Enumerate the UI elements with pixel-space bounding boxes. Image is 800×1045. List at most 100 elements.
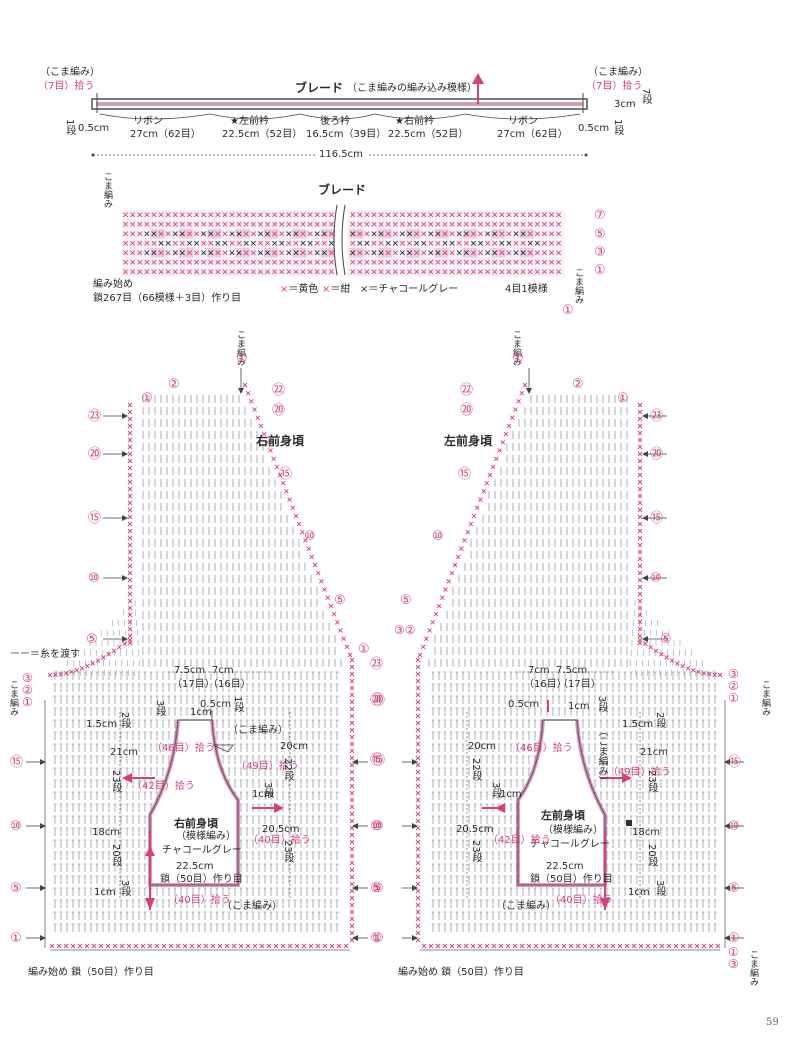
braid-right-pick: （7目）拾う [586,81,643,92]
rf-right-5: ⑤ [334,593,346,608]
rf-s-neck-koma: （こま編み） [228,725,288,736]
rf-lb-10: ⑩ [10,819,22,834]
lf-s-wtr-st: （17目） [558,679,601,690]
rf-lb-5: ⑤ [10,881,22,896]
lf-r-5: ⑤ [660,632,672,647]
lf-s-l205: 20.5cm [456,824,494,835]
lf-s-wtr: 7.5cm [556,665,588,676]
seg-2-name: ★左前衿 [230,116,269,127]
braid-chart-title: ブレード [318,183,367,197]
rf-s-pattern: （模様編み） [176,831,236,842]
lf-s-pick49: （49目）拾う [608,767,671,778]
braid-chart-chain: 鎖267目（66模様＋3目）作り目 [93,293,242,304]
lf-s-color: チャコールグレー [530,839,610,850]
lf-s-neck-koma: （こま編み） [596,726,607,786]
lf-lt-10: ⑩ [432,529,444,544]
lf-r-20: ⑳ [650,447,664,462]
rf-top-left-2: ② [168,377,180,392]
rf-top-left-1: ① [141,391,153,406]
lf-s-arm1: 1cm [500,789,522,800]
lf-rt-2: ② [572,377,584,392]
rf-legend-cut: ーー＝糸を渡す [10,649,80,660]
lf-s-pick42: （42目）拾う [488,835,551,846]
braid-row-3: ③ [594,245,606,260]
braid-chart-start: 編み始め [93,279,133,290]
rf-s-neck-rows: 1段 [232,696,243,713]
rf-lb-1: ① [10,931,22,946]
lf-s-r15-rows: 2段 [654,712,665,729]
lf-r-23: ㉓ [650,409,664,424]
legend-charcoal: ×＝チャコールグレー [360,284,459,295]
rf-s-title: 右前身頃 [174,817,218,830]
rf-s-wtr: 7cm [212,665,234,676]
seg-6-dim: 0.5cm [578,123,610,134]
rf-s-wtr-st: （16目） [208,679,251,690]
braid-row-5: ⑤ [594,227,606,242]
seg-5-dim: 27cm（62目） [497,129,568,140]
lf-s-r18: 18cm [632,827,660,838]
braid-left-pick: （7目）拾う [38,81,95,92]
rf-side-1: ① [22,695,33,709]
rf-s-l21-rows: 23段 [110,770,121,793]
lf-lb-1: ① [372,931,384,946]
rf-lb-15: ⑮ [10,755,24,770]
braid-chart-end-note: こま編み [573,268,583,304]
rf-s-r205-rows: 23段 [282,840,293,863]
lf-rt-1: ① [617,391,629,406]
braid-chart-break [333,204,347,276]
right-front-schematic [119,671,291,910]
lf-s-pick46: （46目）拾う [510,743,573,754]
seg-1-name: リボン [133,116,163,127]
left-front-chart [402,368,744,951]
rf-rb-5: ⑤ [370,881,382,896]
rf-left-5: ⑤ [86,632,98,647]
rf-s-r20-rows: 22段 [282,758,293,781]
rf-side-note: こま編み [8,680,18,716]
rf-s-l18-rows: 20段 [110,844,121,867]
braid-right-end-rows: 1段 [612,119,623,136]
lf-s-pick40: （40目）拾う [550,895,613,906]
rf-side-2: ② [22,683,33,697]
seg-3-name: 後ろ衿 [320,116,350,127]
lf-top-marker: ① [512,351,524,366]
lf-lt-22: ㉒ [460,383,474,398]
lf-lb-15: ⑮ [372,753,386,768]
rf-left-23: ㉓ [88,409,102,424]
rf-s-chain: 鎖（50目）作り目 [160,874,243,885]
braid-right-note: （こま編み） [588,67,648,78]
right-front-chart [26,368,368,951]
lf-s-chain: 鎖（50目）作り目 [530,874,613,885]
left-front-schematic [466,671,641,910]
braid-row-1: ① [594,263,606,278]
lf-s-l205-rows: 23段 [470,840,481,863]
rf-rb-1: ① [358,642,370,657]
lf-s-r15: 1.5cm [622,719,654,730]
rf-rb-15: ⑮ [370,753,384,768]
braid-height: 3cm [614,99,636,110]
lf-s-neck05: 0.5cm [508,699,540,710]
rf-s-neck05: 0.5cm [200,699,232,710]
seg-4-name: ★右前衿 [395,116,434,127]
rf-left-15: ⑮ [88,511,102,526]
lf-rb-2: ② [728,679,739,693]
rf-s-bottom: 22.5cm [176,861,214,872]
braid-left-note: （こま編み） [40,67,100,78]
lf-rb-1b: ① [728,931,740,946]
lf-start: 編み始め 鎖（50目）作り目 [398,967,524,978]
rf-s-pick40: （40目）拾う [248,835,311,846]
braid-total: 116.5cm [315,150,367,160]
lf-side-note: こま編み [760,680,770,716]
seg-5-name: リボン [508,116,538,127]
rf-s-wtl: 7.5cm [174,665,206,676]
braid-top-subtitle: （こま編みの編み込み模様） [347,83,477,94]
rf-s-koma: （こま編み） [222,901,282,912]
rf-left-20: ⑳ [88,447,102,462]
rf-s-r205: 20.5cm [262,824,300,835]
lf-rb-1: ① [728,691,739,705]
lf-s-neck-rows: 3段 [596,696,607,713]
rf-s-neck1: 1cm [190,707,212,718]
rf-s-l18: 18cm [92,827,120,838]
lf-rb-15: ⑮ [728,755,742,770]
lf-s-arm-rows: 3段 [490,782,501,799]
rf-side-3: ③ [22,671,33,685]
